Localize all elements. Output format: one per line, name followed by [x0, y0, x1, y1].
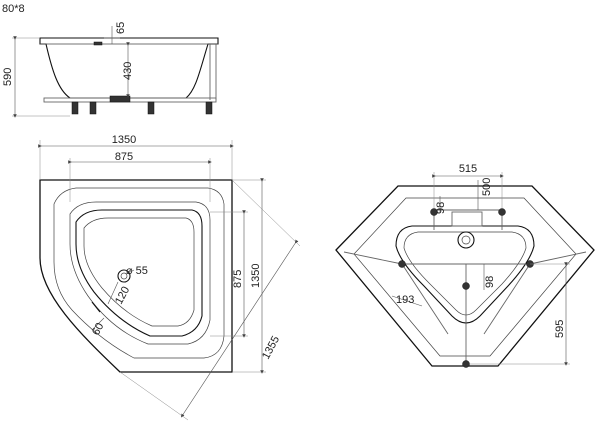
- corner-offset-label: 60: [90, 321, 106, 337]
- drain-offset-label: 120: [113, 285, 132, 307]
- top-diagonal-label: 1355: [260, 334, 282, 361]
- side-height-label: 590: [2, 68, 14, 86]
- top-width-label: 1350: [112, 134, 136, 146]
- frame-inner-offset-label: 98: [484, 276, 496, 288]
- drain-diameter-label: ⌀ 55: [126, 265, 148, 277]
- support-frame: [343, 209, 587, 364]
- side-view: 590 430 65: [2, 22, 219, 118]
- frame-side-offset-label: 98: [435, 202, 447, 214]
- top-inner-width-label: 875: [115, 151, 133, 163]
- side-depth-label: 430: [122, 62, 134, 80]
- drain-icon: [117, 269, 131, 283]
- top-height-label: 1350: [250, 264, 262, 288]
- support-legs: [71, 101, 213, 115]
- drain-fitting: [109, 95, 131, 103]
- frame-diagonal-offset-label: 193: [396, 294, 414, 306]
- frame-view: 515 500 98 98 193 595: [335, 163, 595, 368]
- overflow-mark: [93, 41, 103, 46]
- corner-note: 80*8: [2, 3, 25, 15]
- top-view: 1350 875 875 1350 1355 ⌀ 55 120 60: [38, 134, 301, 421]
- overflow-slot: [91, 301, 101, 313]
- frame-height-label: 595: [554, 320, 566, 338]
- frame-top-width-label: 515: [459, 163, 477, 175]
- side-rim-label: 65: [115, 22, 127, 34]
- top-inner-height-label: 875: [232, 270, 244, 288]
- frame-top-depth-label: 500: [481, 178, 493, 196]
- frame-drain-icon: [457, 231, 475, 249]
